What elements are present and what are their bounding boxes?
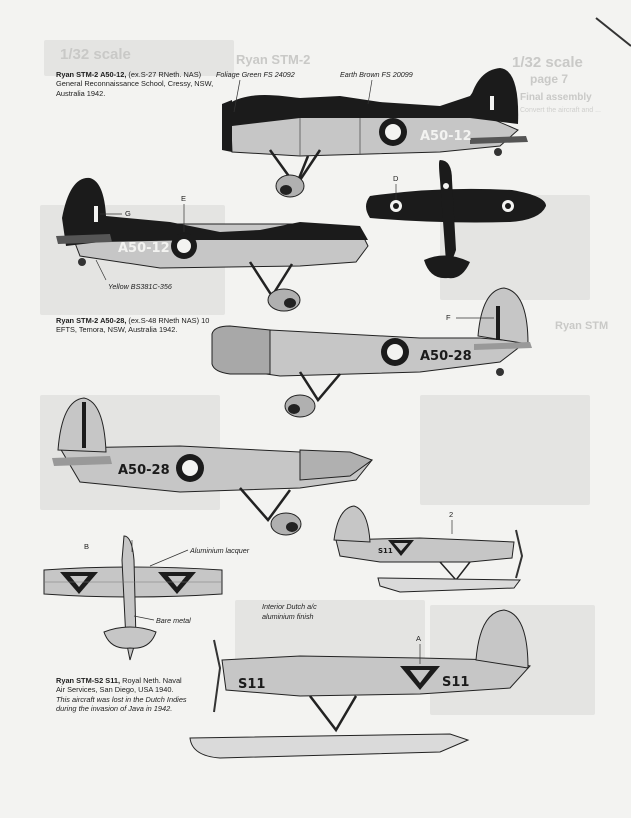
bg-scale-right: 1/32 scale xyxy=(512,54,583,71)
callout-bare-metal: Bare metal xyxy=(156,616,191,625)
a50-28-registration-right: A50-28 xyxy=(420,349,472,364)
caption-a50-12-detail: (ex.S-27 RNeth. NAS) General Reconnaissa… xyxy=(56,70,214,98)
ref-letter-g: G xyxy=(125,209,131,218)
ref-letter-f: F xyxy=(446,313,451,322)
bg-scale-box-left xyxy=(44,40,234,76)
callout-foliage-green: Foliage Green FS 24092 xyxy=(216,70,295,79)
caption-s11-title: Ryan STM-S2 S11, xyxy=(56,676,121,685)
caption-s11-detail: Royal Neth. Naval Air Services, San Dieg… xyxy=(56,676,182,695)
ref-letter-b: B xyxy=(84,542,90,551)
caption-a50-28-title: Ryan STM-2 A50-28, xyxy=(56,316,127,325)
caption-s11-note: This aircraft was lost in the Dutch Indi… xyxy=(56,694,187,714)
callout-interior-line-2: aluminium finish xyxy=(262,612,314,621)
caption-a50-12-title: Ryan STM-2 A50-12, xyxy=(56,70,127,79)
bg-scale-left: 1/32 scale xyxy=(60,46,131,63)
ref-letter-d: D xyxy=(393,174,399,183)
caption-a50-12: Ryan STM-2 A50-12, (ex.S-27 RNeth. NAS) … xyxy=(56,70,226,98)
caption-a50-28-detail: (ex.S-48 RNeth NAS) 10 EFTS, Temora, NSW… xyxy=(56,316,210,335)
bg-instruction-heading: Final assembly xyxy=(520,92,592,103)
s11-registration-small: S11 xyxy=(378,547,393,555)
callout-aluminium-lacquer: Aluminium lacquer xyxy=(190,546,250,555)
caption-s11: Ryan STM-S2 S11, Royal Neth. Naval Air S… xyxy=(56,676,191,714)
bg-photo-4 xyxy=(420,395,590,505)
callout-earth-brown: Earth Brown FS 20099 xyxy=(340,70,413,79)
a50-12-registration-right: A50-12 xyxy=(420,129,472,144)
ref-letter-2: 2 xyxy=(449,510,454,519)
s11-registration-large-fin: S11 xyxy=(442,675,469,690)
callout-interior-line-1: Interior Dutch a/c xyxy=(262,602,317,611)
ref-letter-a: A xyxy=(416,634,422,643)
bg-title-fragment: Ryan STM-2 xyxy=(236,52,311,67)
caption-a50-28: Ryan STM-2 A50-28, (ex.S-48 RNeth NAS) 1… xyxy=(56,316,216,335)
bg-instruction-line: Convert the aircraft and ... xyxy=(520,107,601,114)
callout-yellow: Yellow BS381C-356 xyxy=(108,282,172,291)
bg-page-right-fragment: Ryan STM xyxy=(555,320,609,332)
a50-28-registration-left: A50-28 xyxy=(118,463,170,478)
s11-registration-large-nose: S11 xyxy=(238,677,265,692)
bg-page-label: page 7 xyxy=(530,72,569,86)
a50-12-registration-left: A50-12 xyxy=(118,241,170,256)
ref-letter-e: E xyxy=(181,194,187,203)
